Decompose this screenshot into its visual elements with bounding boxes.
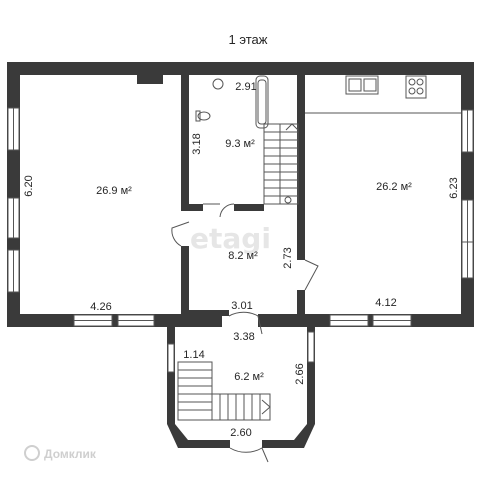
porch-windows	[167, 331, 315, 373]
bathtub-icon	[255, 75, 269, 129]
dim-right-width: 4.12	[375, 297, 396, 309]
plan-title: 1 этаж	[229, 32, 268, 47]
kitchen-fixtures	[305, 75, 461, 114]
dim-bath-height: 3.18	[191, 133, 203, 154]
dim-bath-width: 2.91	[235, 81, 256, 93]
door-hall-right	[304, 259, 319, 291]
domklik-icon	[24, 445, 40, 461]
windows-right	[461, 109, 474, 279]
area-hall: 8.2 м²	[228, 250, 258, 262]
interior-walls	[137, 74, 305, 316]
porch-staircase	[177, 361, 271, 463]
dim-hall-width: 3.01	[231, 300, 252, 312]
kitchen-sink-icon	[345, 75, 379, 95]
sink-icon	[212, 78, 224, 90]
dim-hall-height: 2.73	[282, 247, 294, 268]
dim-right-height: 6.23	[448, 177, 460, 198]
doors	[171, 203, 319, 335]
stove-icon	[405, 75, 427, 99]
porch-walls	[167, 326, 315, 448]
windows-left	[7, 107, 20, 293]
area-bathroom: 9.3 м²	[225, 138, 255, 150]
dim-left-width: 4.26	[90, 301, 111, 313]
watermark: etagi	[190, 222, 271, 255]
entrance-gap	[222, 313, 258, 328]
logo-text: Домклик	[44, 447, 97, 461]
exterior-walls	[7, 62, 474, 327]
door-bath	[203, 203, 235, 218]
bathroom-fixtures	[195, 75, 269, 129]
dim-porch-width: 2.60	[230, 427, 251, 439]
dim-left-height: 6.20	[23, 175, 35, 196]
toilet-icon	[197, 111, 211, 121]
domklik-logo: Домклик	[24, 445, 97, 461]
windows-bottom	[73, 314, 412, 327]
interior-staircase	[263, 123, 299, 205]
door-hall-left	[171, 221, 190, 247]
dim-porch-stair: 1.14	[183, 349, 204, 361]
door-entrance	[228, 311, 263, 335]
dim-entrance: 3.38	[233, 331, 254, 343]
area-porch: 6.2 м²	[234, 371, 264, 383]
area-room-left: 26.9 м²	[96, 185, 132, 197]
area-room-right: 26.2 м²	[376, 181, 412, 193]
dim-porch-height: 2.66	[294, 363, 306, 384]
door-porch	[229, 447, 269, 463]
